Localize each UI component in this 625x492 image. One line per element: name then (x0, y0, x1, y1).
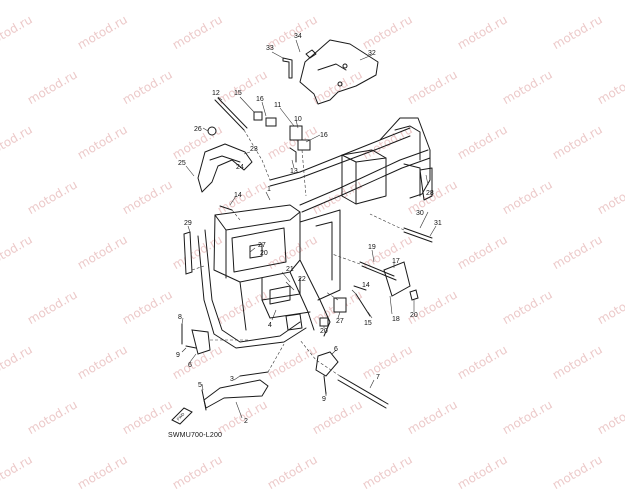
part-label-34: 34 (294, 33, 302, 40)
part-label-27: 27 (336, 318, 344, 325)
part-label-6: 6 (188, 362, 192, 369)
part-label-21: 21 (286, 266, 294, 273)
bolt-15b (355, 293, 371, 317)
frame-front-section (213, 204, 301, 283)
part-label-1: 1 (267, 186, 271, 193)
frame-cross-member (341, 149, 387, 205)
part-label-8: 8 (178, 314, 182, 321)
part-label-24: 24 (236, 164, 244, 171)
part-label-31: 31 (434, 220, 442, 227)
bolt-7 (339, 375, 389, 405)
front-bracket-23 (197, 143, 253, 193)
bolt-33 (282, 57, 293, 79)
part-label-12: 12 (212, 90, 220, 97)
bolt-30 (403, 227, 433, 239)
part-label-7: 7 (376, 374, 380, 381)
part-label-20: 20 (320, 328, 328, 335)
diagram-code: SWMU700-L200 (168, 432, 223, 439)
part-label-20: 20 (260, 250, 268, 257)
frame-drawing (171, 39, 437, 425)
nut-20b (319, 317, 329, 327)
bolt-13 (289, 147, 297, 163)
part-label-16: 16 (320, 132, 328, 139)
bolt-3 (239, 371, 269, 377)
part-label-14: 14 (234, 192, 242, 199)
rod-29 (183, 231, 193, 275)
bolt-19 (359, 261, 395, 277)
part-label-32: 32 (368, 50, 376, 57)
part-label-20: 20 (410, 312, 418, 319)
bushing-27 (333, 297, 347, 313)
frame-down-tube (204, 229, 301, 343)
part-label-10: 10 (294, 116, 302, 123)
part-label-5: 5 (198, 382, 202, 389)
bolt-14b (353, 285, 367, 291)
bolt-14 (219, 205, 233, 211)
part-label-15: 15 (364, 320, 372, 327)
collar-16b (297, 139, 311, 151)
bolt-34 (305, 49, 317, 59)
part-label-23: 23 (250, 146, 258, 153)
part-label-2: 2 (244, 418, 248, 425)
rear-subframe (379, 117, 431, 199)
bracket-6b (191, 329, 211, 355)
part-label-6: 6 (334, 346, 338, 353)
bracket-6 (315, 351, 339, 377)
part-label-18: 18 (392, 316, 400, 323)
bolt-12 (214, 99, 245, 131)
bolt-9 (323, 375, 327, 395)
bolt-9b (185, 345, 197, 349)
bracket-28 (419, 167, 433, 201)
nut-20 (409, 289, 419, 301)
part-label-11: 11 (274, 102, 282, 109)
part-label-4: 4 (268, 322, 272, 329)
upper-bracket-plate (299, 39, 379, 105)
bracket-17 (383, 261, 411, 297)
bushing-10 (289, 125, 303, 141)
part-label-28: 28 (426, 190, 434, 197)
part-label-33: 33 (266, 45, 274, 52)
part-label-22: 22 (298, 276, 306, 283)
part-label-25: 25 (178, 160, 186, 167)
frame-top-rail-left (269, 127, 411, 181)
collar-16 (265, 117, 277, 127)
part-label-29: 29 (184, 220, 192, 227)
stand-2 (203, 379, 269, 409)
frame-top-rail-right (299, 149, 429, 206)
part-label-30: 30 (416, 210, 424, 217)
part-label-19: 19 (368, 244, 376, 251)
part-label-13: 13 (290, 168, 298, 175)
part-label-27: 27 (258, 242, 266, 249)
collar-26 (207, 126, 217, 136)
part-label-15: 15 (234, 90, 242, 97)
part-label-3: 3 (230, 376, 234, 383)
part-label-26: 26 (194, 126, 202, 133)
part-label-9: 9 (322, 396, 326, 403)
fwd-arrow-icon (171, 407, 193, 425)
part-label-16: 16 (256, 96, 264, 103)
part-label-14: 14 (362, 282, 370, 289)
part-label-9: 9 (176, 352, 180, 359)
part-label-17: 17 (392, 258, 400, 265)
collar-15 (253, 111, 263, 121)
